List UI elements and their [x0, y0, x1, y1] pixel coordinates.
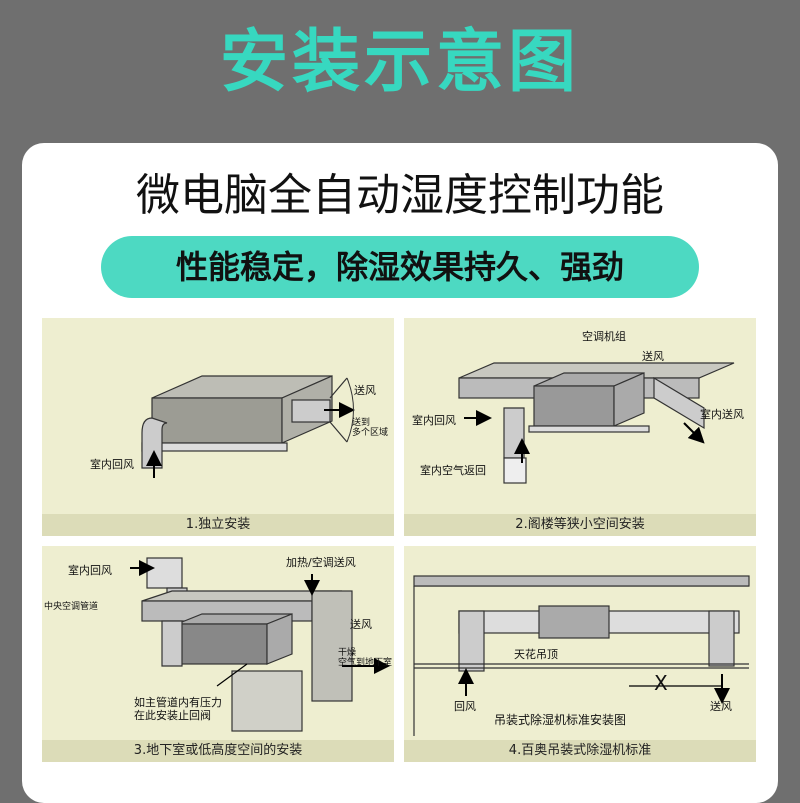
page-title: 安装示意图 [219, 23, 580, 102]
label-indoor-supply: 室内送风 [700, 408, 744, 421]
caption-standalone: 1.独立安装 [42, 514, 394, 536]
caption-basement: 3.地下室或低高度空间的安装 [42, 740, 394, 762]
label-supply-air: 送风 [350, 618, 372, 631]
caption-attic: 2.阁楼等狭小空间安装 [404, 514, 756, 536]
label-indoor-return: 室内回风 [68, 564, 112, 577]
basement-install-diagram [130, 557, 390, 732]
tagline-pill: 性能稳定，除湿效果持久、强劲 [101, 236, 699, 298]
label-supply-air: 送风 [710, 700, 732, 713]
label-ceiling: 天花吊顶 [514, 648, 558, 661]
label-dry-air: 干燥 空气到地下室 [338, 648, 393, 668]
label-heating-ac: 加热/空调送风 [286, 556, 356, 569]
label-check-valve-note: 如主管道内有压力 在此安装止回阀 [134, 696, 222, 722]
standalone-install-diagram [141, 375, 355, 478]
label-indoor-air-return: 室内空气返回 [420, 464, 486, 477]
panel-basement: 室内回风 加热/空调送风 中央空调管道 送风 干燥 空气到地下室 如主管道内有压… [42, 546, 394, 762]
caption-ceiling-mount: 4.百奥吊装式除湿机标准 [404, 740, 756, 762]
attic-install-diagram [458, 362, 735, 484]
label-standard: 吊装式除湿机标准安装图 [494, 713, 627, 727]
label-central-duct: 中央空调管道 [44, 602, 99, 612]
panel-standalone: 室内回风 送风 送到 多个区域 1.独立安装 [42, 318, 394, 536]
panel-ceiling-mount: 天花吊顶 X 回风 送风 吊装式除湿机标准安装图 4.百奥吊装式除湿机标准 [404, 546, 756, 762]
label-return-air: 回风 [454, 700, 476, 713]
panel-attic: 空调机组 送风 室内回风 室内送风 室内空气返回 2.阁楼等狭小空间安装 [404, 318, 756, 536]
label-to-zones: 送到 多个区域 [352, 418, 389, 438]
label-indoor-return: 室内回风 [412, 414, 456, 427]
label-x-mark: X [654, 671, 668, 695]
label-supply-air: 送风 [642, 350, 664, 363]
ceiling-mount-diagram [413, 575, 750, 736]
label-ac-unit: 空调机组 [582, 330, 626, 343]
headline: 微电脑全自动湿度控制功能 [136, 170, 664, 221]
label-return-air: 室内回风 [90, 458, 134, 471]
label-supply-air: 送风 [354, 384, 376, 397]
